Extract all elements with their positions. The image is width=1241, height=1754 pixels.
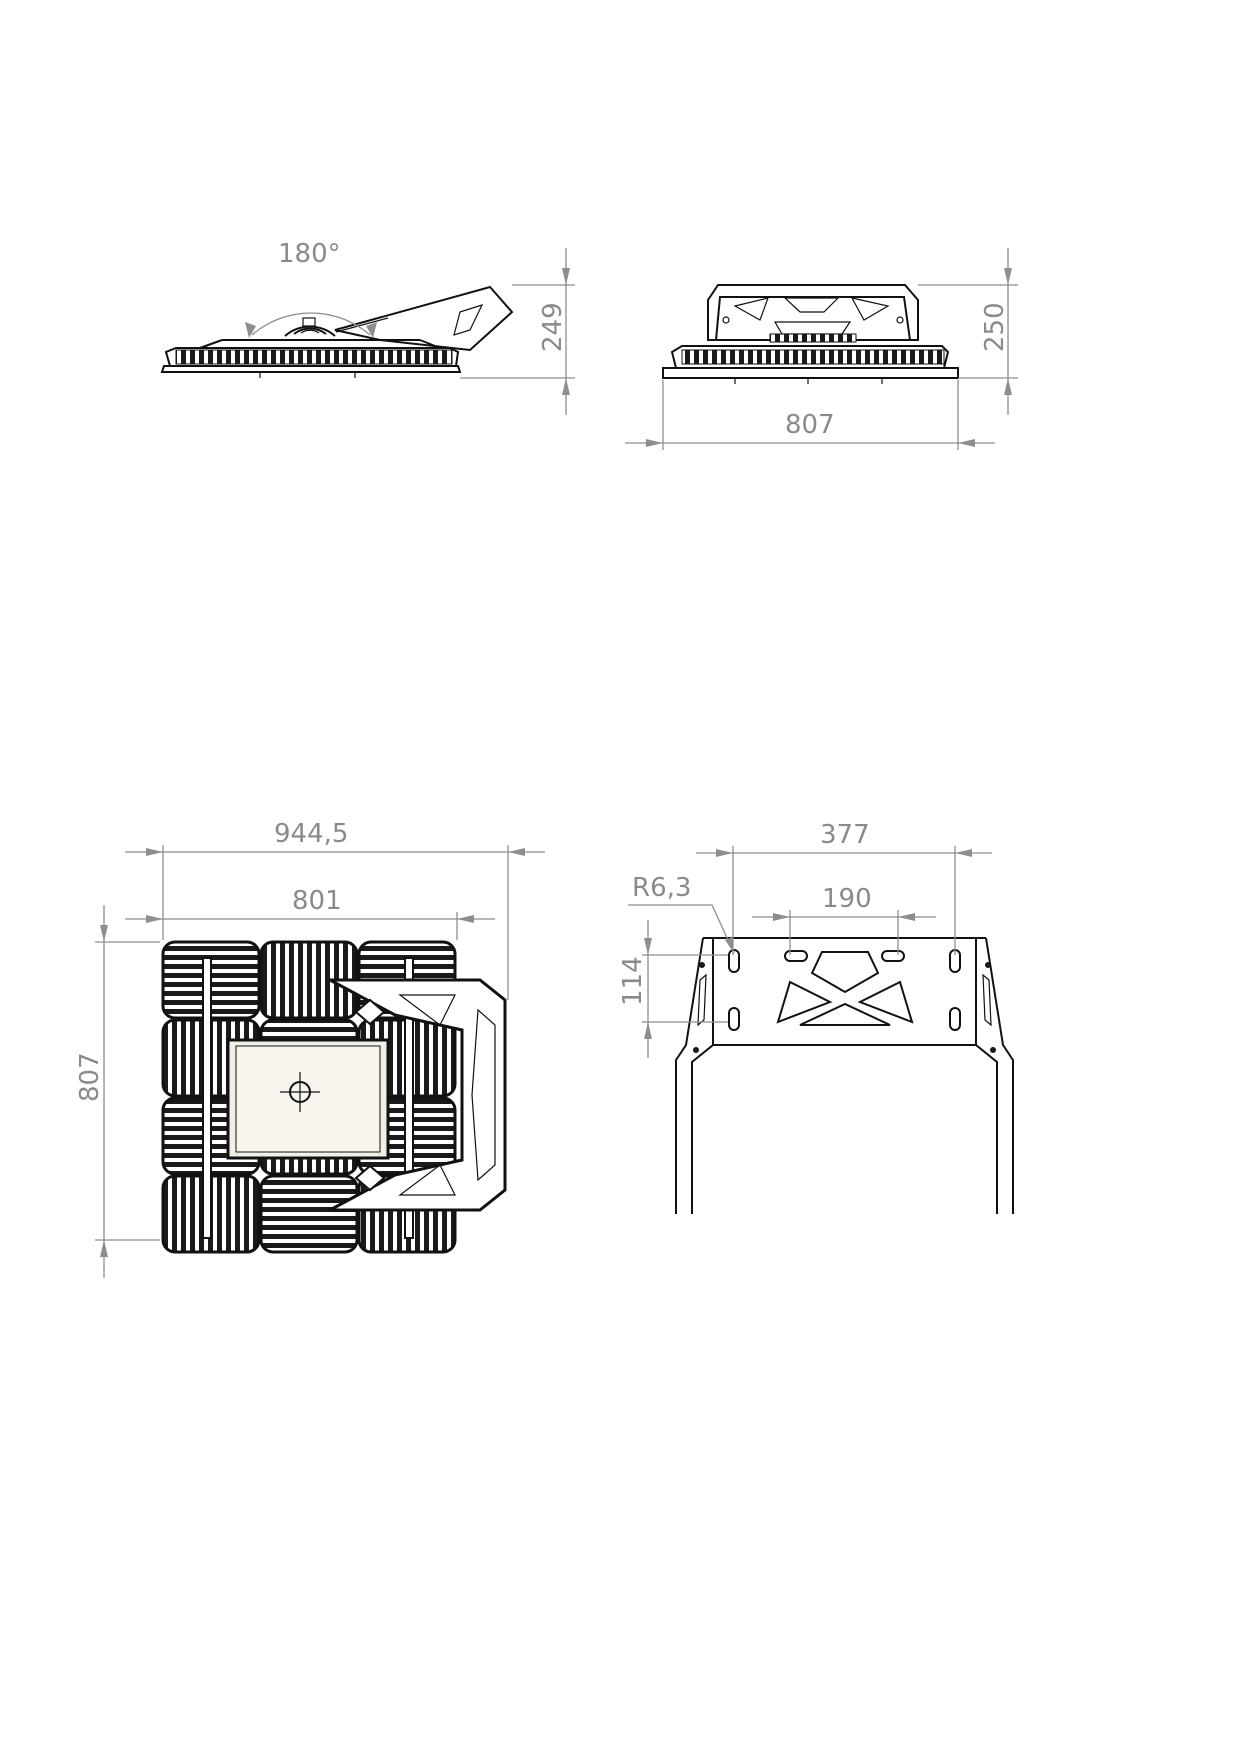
front-width-label: 807	[785, 410, 835, 440]
top-overall-width-label: 944,5	[274, 819, 348, 849]
top-depth-label: 807	[75, 1052, 105, 1102]
bracket-width-label: 377	[820, 820, 870, 850]
front-view: 250 807	[625, 248, 1018, 450]
top-view: 944,5 801 807	[75, 819, 545, 1278]
bracket-hole-spacing-label: 190	[822, 884, 872, 914]
side-view: 180° 249	[160, 239, 575, 415]
side-angle-label: 180°	[278, 239, 341, 269]
side-height-label: 249	[538, 302, 568, 352]
bracket-slot-radius-label: R6,3	[632, 873, 691, 903]
top-body-width-label: 801	[292, 886, 342, 916]
bracket-view: 377 190 R6,3 114	[618, 820, 1014, 1214]
front-height-label: 250	[980, 302, 1010, 352]
bracket-height-label: 114	[618, 956, 648, 1006]
